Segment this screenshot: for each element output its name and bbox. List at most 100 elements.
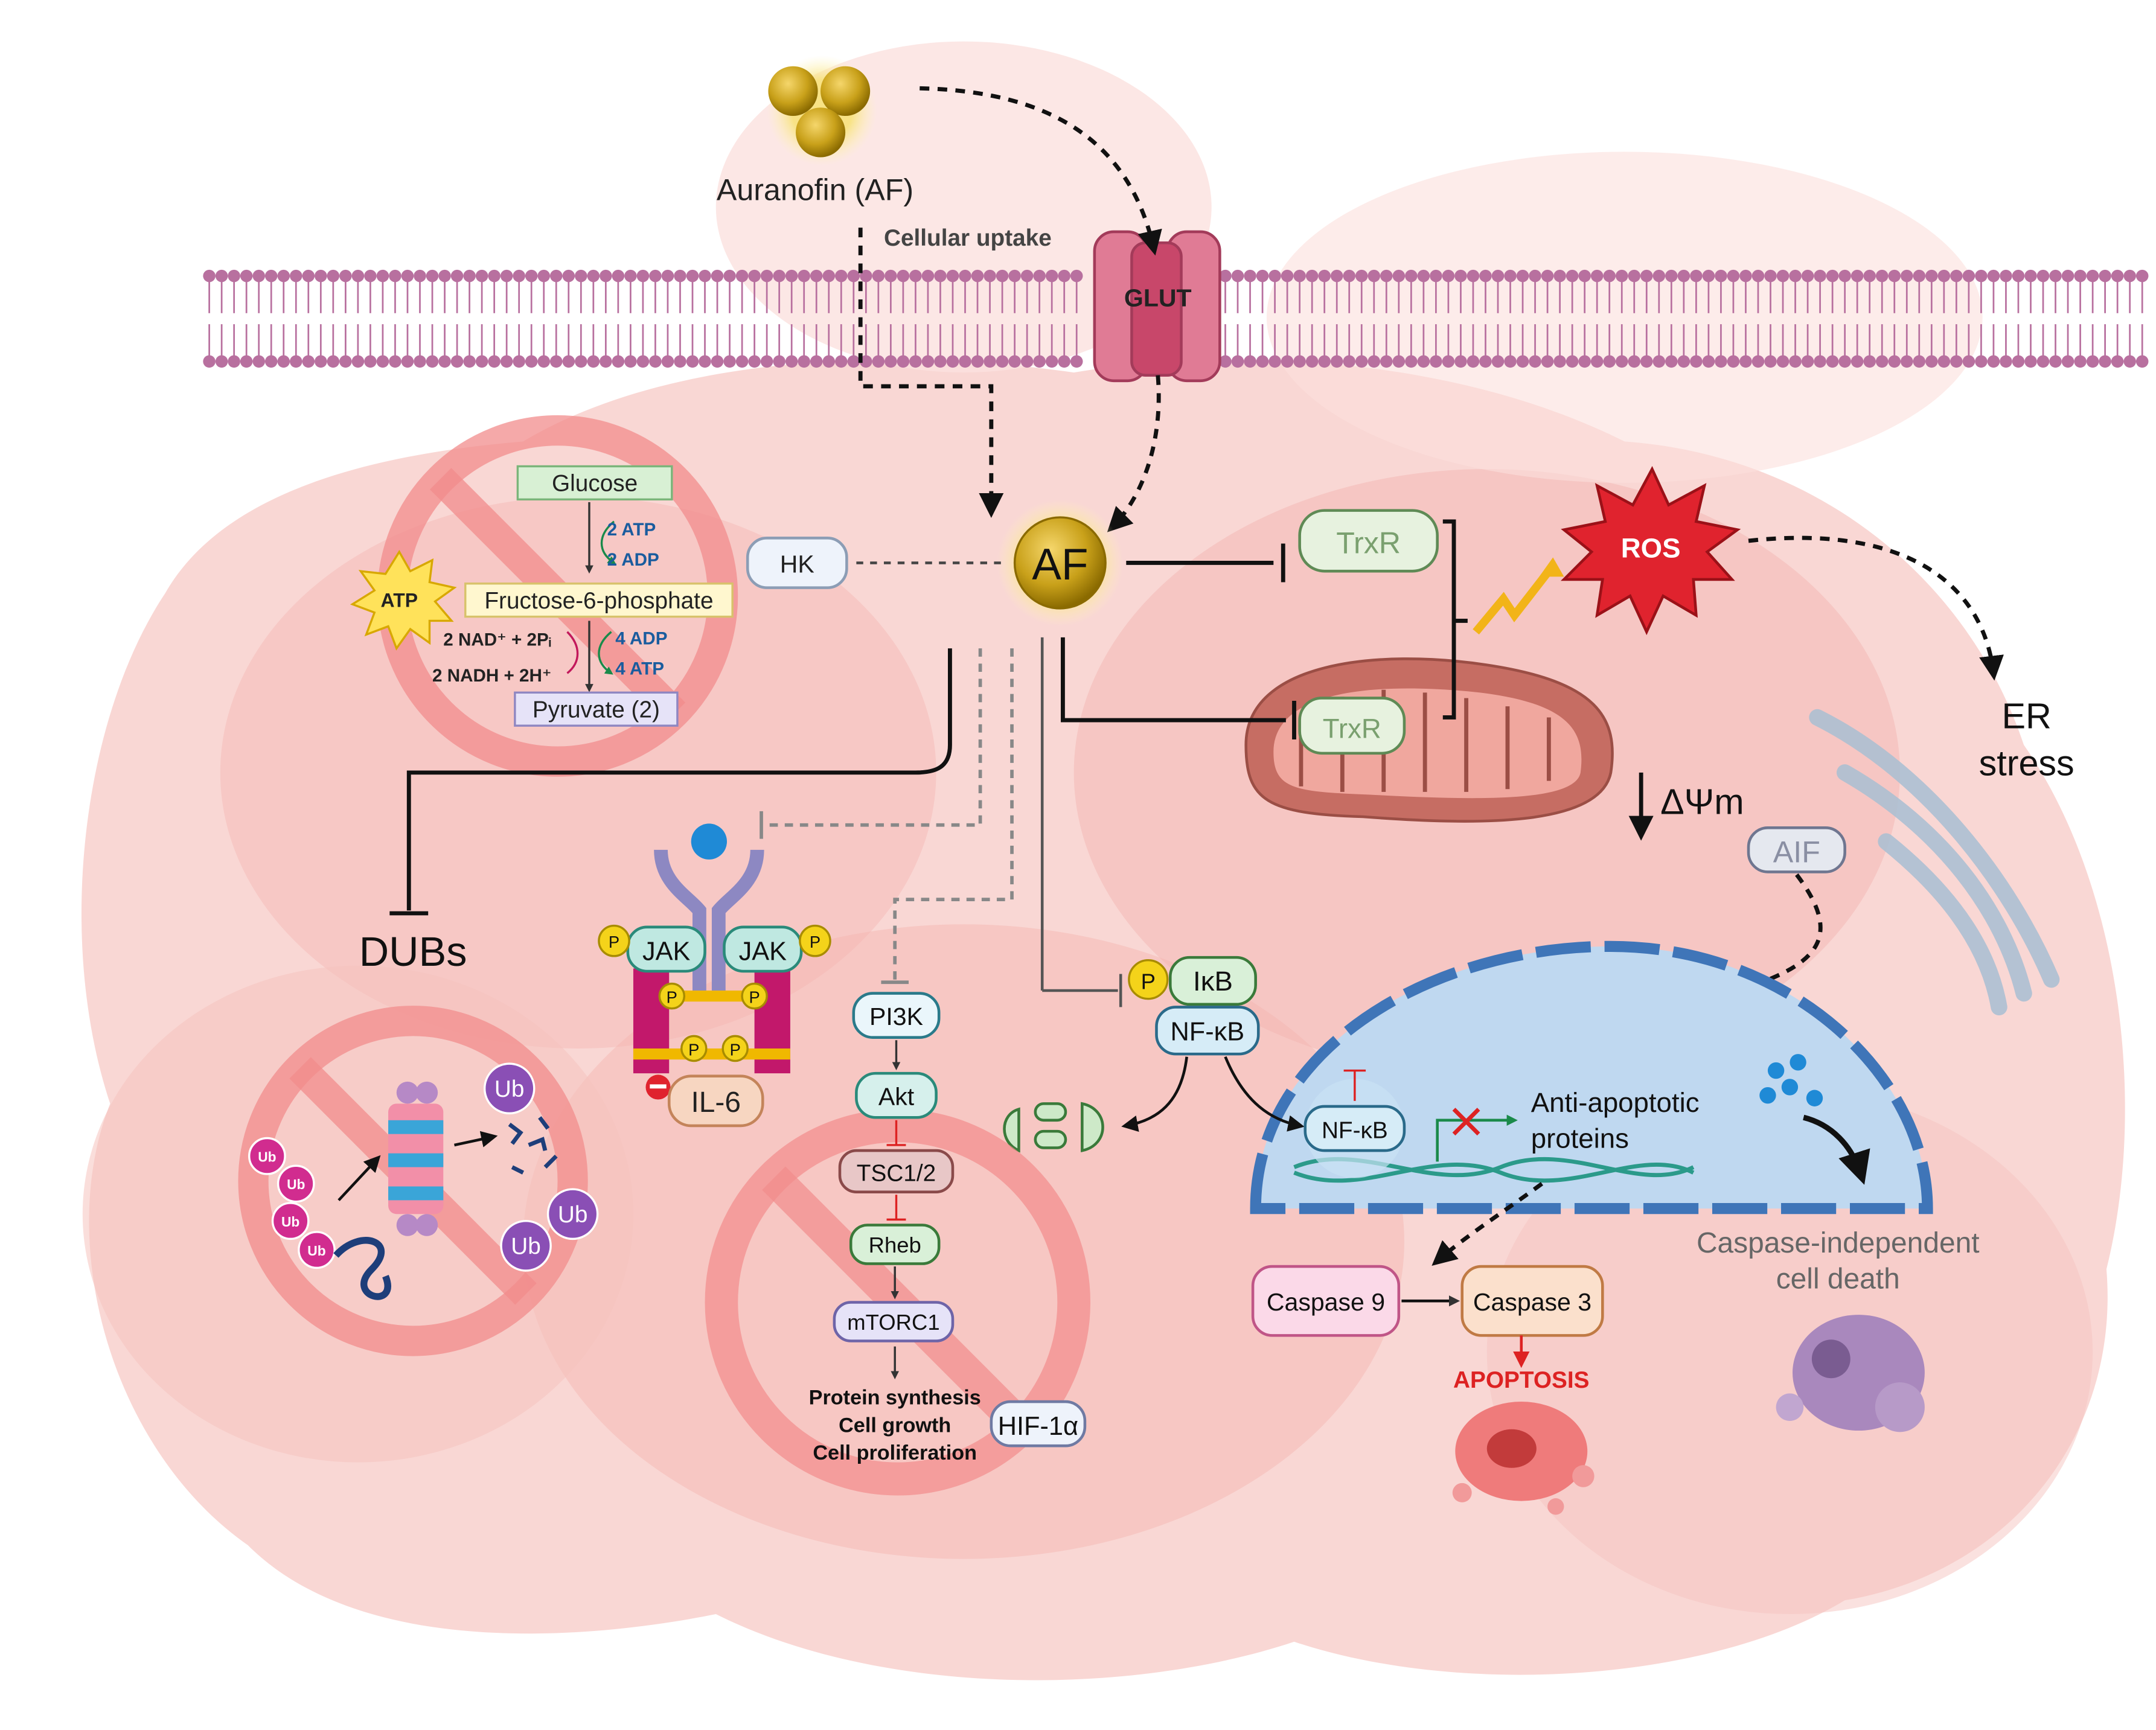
lipid-head <box>2024 355 2037 368</box>
lipid-head <box>996 269 1009 282</box>
lipid-head <box>1690 269 1703 282</box>
nfkb-label: NF-κB <box>1170 1017 1244 1046</box>
lipid-head <box>364 269 377 282</box>
lipid-head <box>1417 355 1430 368</box>
lipid-head <box>2036 269 2050 282</box>
jak-phospho-6: P <box>730 1040 741 1059</box>
lipid-head <box>1590 269 1604 282</box>
caspase-independent-line1: Caspase-independent <box>1697 1227 1980 1259</box>
lipid-head <box>1529 355 1541 368</box>
trxr-bracket <box>1442 519 1468 720</box>
lipid-head <box>860 269 872 282</box>
apoptosis-label: APOPTOSIS <box>1453 1367 1589 1393</box>
lipid-head <box>2012 355 2025 368</box>
lipid-head <box>389 355 401 368</box>
arrow-aif-death <box>1803 1114 1870 1185</box>
dead-cell-icon <box>1776 1315 1925 1432</box>
lipid-head <box>748 355 761 368</box>
lipid-head <box>1305 269 1319 282</box>
il6-box <box>667 1074 764 1128</box>
lipid-head <box>810 269 823 282</box>
lipid-head <box>1727 355 1740 368</box>
lipid-head <box>450 269 464 282</box>
lipid-head <box>1789 355 1802 368</box>
lipid-head <box>414 269 426 282</box>
lipid-head <box>636 269 650 282</box>
lipid-head <box>1950 269 1963 282</box>
lipid-head <box>1578 269 1591 282</box>
lipid-head <box>389 269 401 282</box>
jak-phospho-2: P <box>810 933 820 951</box>
lipid-head <box>1268 269 1281 282</box>
lipid-head <box>624 355 637 368</box>
lipid-head <box>1479 269 1492 282</box>
lipid-head <box>624 269 637 282</box>
lipid-head <box>1677 355 1691 368</box>
lipid-head <box>562 355 575 368</box>
lipid-head <box>252 269 265 282</box>
lipid-head <box>2135 269 2149 282</box>
pi3k-label: PI3K <box>869 1003 923 1030</box>
arrow-nfkb-nucleus <box>1224 1056 1305 1132</box>
lipid-head <box>1851 269 1864 282</box>
lipid-head <box>959 269 971 282</box>
auranofin-molecule <box>767 55 877 166</box>
lipid-head <box>711 355 724 368</box>
lipid-head <box>822 355 836 368</box>
degraded-ikb-icon <box>1003 1102 1104 1153</box>
lipid-head <box>798 269 810 282</box>
lipid-head <box>351 269 365 282</box>
anti-apoptotic-line2: proteins <box>1531 1123 1629 1154</box>
lipid-head <box>1801 355 1814 368</box>
cellular-uptake-label: Cellular uptake <box>884 225 1052 251</box>
proteasome-icon <box>388 1081 444 1236</box>
lipid-head <box>1578 355 1591 368</box>
lipid-head <box>500 269 513 282</box>
caspase-independent-line2: cell death <box>1776 1263 1900 1295</box>
mtorc1-box <box>833 1301 955 1342</box>
auranofin-label: Auranofin (AF) <box>717 173 913 206</box>
lipid-head <box>1764 355 1777 368</box>
lipid-head <box>2074 355 2087 368</box>
lipid-head <box>488 269 501 282</box>
lipid-head <box>884 269 897 282</box>
caspase3-box <box>1460 1265 1604 1337</box>
lipid-head <box>1454 355 1467 368</box>
lipid-head <box>1615 355 1628 368</box>
lipid-head <box>1553 269 1566 282</box>
lipid-head <box>203 269 216 282</box>
lipid-head <box>1875 269 1889 282</box>
lipid-head <box>1430 269 1442 282</box>
lipid-head <box>2111 355 2124 368</box>
lipid-head <box>661 355 674 368</box>
lipid-head <box>525 269 538 282</box>
lipid-head <box>1392 269 1406 282</box>
lipid-head <box>1715 269 1727 282</box>
lipid-head <box>661 269 674 282</box>
lipid-head <box>525 355 538 368</box>
lipid-head <box>2074 269 2087 282</box>
lipid-head <box>315 269 327 282</box>
lipid-head <box>401 269 414 282</box>
lipid-head <box>1318 355 1331 368</box>
lipid-head <box>1776 355 1790 368</box>
lipid-head <box>773 355 785 368</box>
glycolysis-4adp: 4 ADP <box>615 628 667 648</box>
lipid-head <box>1467 269 1480 282</box>
lipid-head <box>971 269 984 282</box>
lipid-head <box>302 355 315 368</box>
lipid-head <box>1430 355 1442 368</box>
lipid-head <box>1814 269 1826 282</box>
lipid-head <box>723 355 736 368</box>
lipid-head <box>872 269 885 282</box>
lipid-head <box>1913 355 1926 368</box>
lipid-head <box>1008 269 1021 282</box>
lipid-head <box>1367 355 1381 368</box>
rheb-box <box>849 1224 941 1265</box>
lipid-head <box>1355 269 1368 282</box>
lipid-head <box>215 269 228 282</box>
lipid-head <box>1541 269 1554 282</box>
lipid-head <box>203 355 216 368</box>
arrow-glut-to-af <box>1107 375 1161 532</box>
ros-burst-icon <box>1560 465 1741 636</box>
